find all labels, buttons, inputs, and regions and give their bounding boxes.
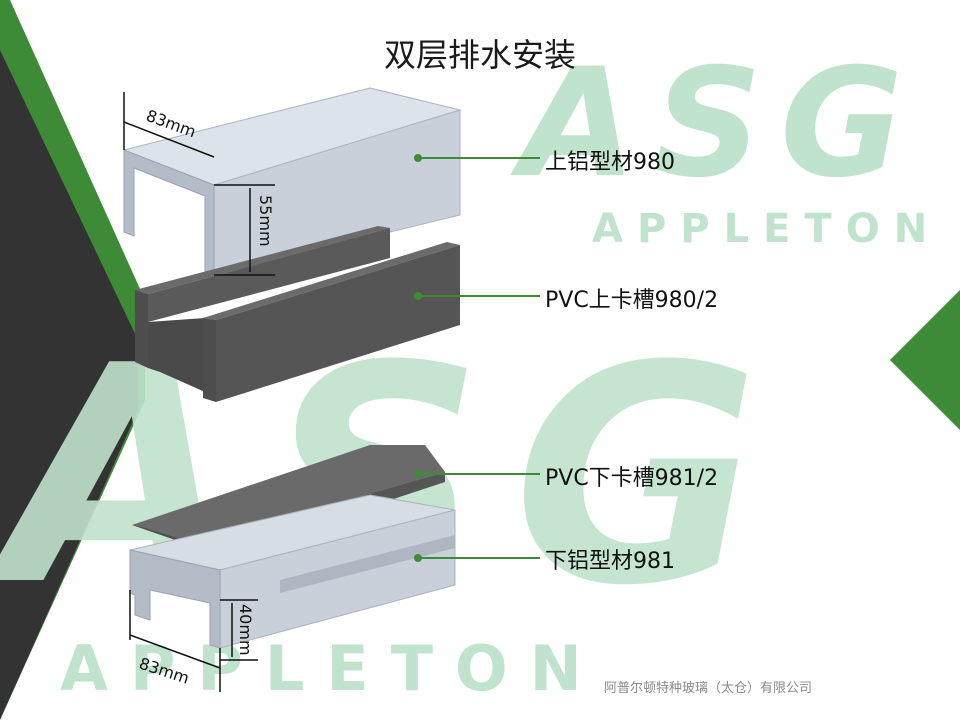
label-lower-aluminum: 下铝型材981 xyxy=(545,549,675,574)
dimension-lines xyxy=(123,92,275,692)
dim-upper-width: 83mm xyxy=(144,106,199,141)
page-title: 双层排水安装 xyxy=(383,36,576,74)
footer-company: 阿普尔顿特种玻璃（太仓）有限公司 xyxy=(604,681,813,696)
leader-dots xyxy=(414,154,422,562)
dim-lower-height: 40mm xyxy=(236,604,255,656)
right-green-arrow xyxy=(890,290,960,430)
upper-pvc-channel xyxy=(135,226,460,402)
watermark-word-top: APPLETON xyxy=(592,206,941,252)
label-lower-pvc: PVC下卡槽981/2 xyxy=(545,466,719,491)
upper-aluminum-profile xyxy=(122,87,462,276)
dim-upper-height: 55mm xyxy=(256,195,275,247)
label-upper-pvc: PVC上卡槽980/2 xyxy=(545,288,719,313)
leader-lines xyxy=(418,157,540,559)
label-upper-aluminum: 上铝型材980 xyxy=(545,150,675,175)
watermark-word-bottom: APPLETON xyxy=(60,632,604,705)
watermark-logo-top: ASG xyxy=(510,37,921,211)
dim-lower-width: 83mm xyxy=(137,654,192,688)
left-dark-triangle xyxy=(0,50,138,720)
lower-aluminum-profile xyxy=(129,494,456,649)
